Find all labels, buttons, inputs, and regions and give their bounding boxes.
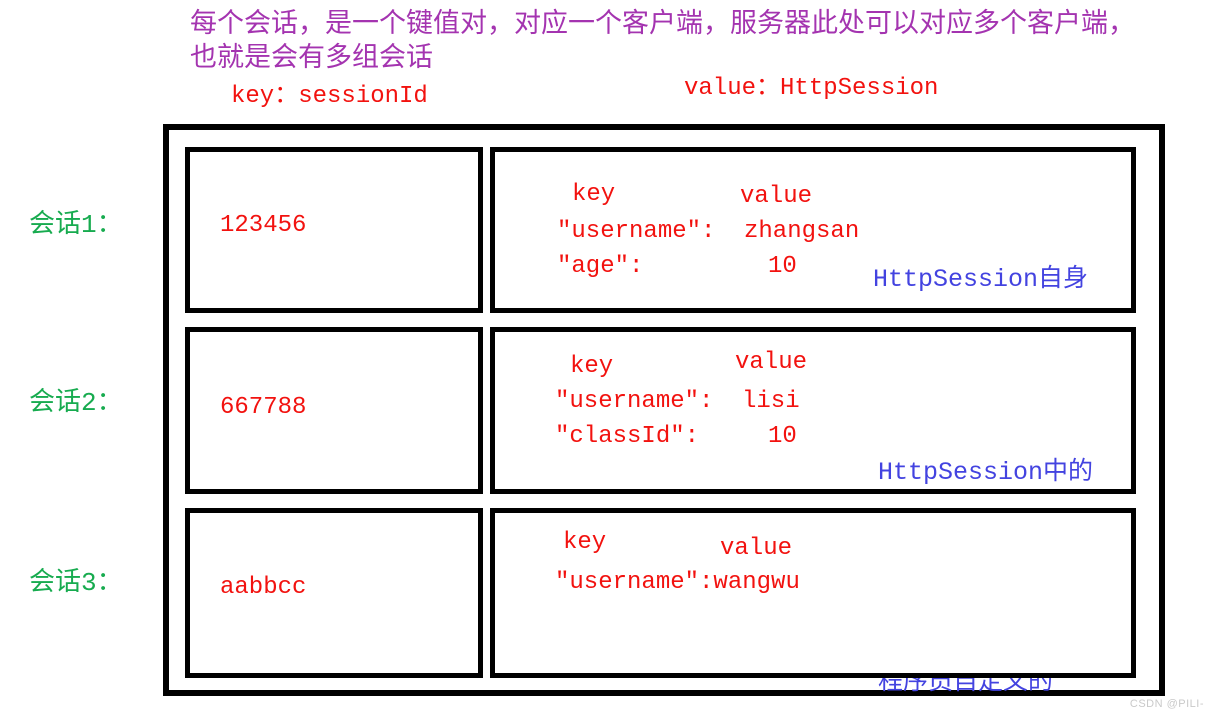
csdn-watermark: CSDN @PILI- (1129, 698, 1204, 710)
session-1-key-header: key (572, 181, 616, 208)
session-3-key-header: key (563, 529, 607, 556)
session-3-id: aabbcc (220, 574, 307, 601)
annotation-line-1: 每个会话，是一个键值对，对应一个客户端，服务器此处可以对应多个客户端， (190, 11, 1135, 41)
session-2-label: 会话2： (29, 388, 123, 418)
session-1-value-header: value (740, 183, 813, 210)
session-2-entry-key: ″classId″: (555, 423, 700, 450)
session-1-id: 123456 (220, 212, 307, 239)
session-1-id-box: 123456 (185, 147, 483, 313)
session-1-entry-key: ″username″: (557, 218, 716, 245)
session-3-entry-key: ″username″:wangwu (555, 569, 800, 596)
session-2-key-header: key (570, 353, 614, 380)
annotation-line-2: 也就是会有多组会话 (190, 45, 433, 75)
session-3-value-header: value (720, 535, 793, 562)
session-2-entry-value: 10 (768, 423, 797, 450)
session-1-entry-value: zhangsan (744, 218, 860, 245)
session-3-data-box: key value ″username″:wangwu (490, 508, 1136, 678)
session-2-id: 667788 (220, 394, 307, 421)
note-line: HttpSession自身 (873, 265, 1089, 294)
value-httpsession-label: value：HttpSession (684, 75, 939, 102)
session-1-entry-value: 10 (768, 253, 797, 280)
session-2-value-header: value (735, 349, 808, 376)
note-line: HttpSession中的 (878, 458, 1094, 487)
session-1-entry-key: ″age″: (557, 253, 644, 280)
session-3-label: 会话3： (29, 568, 123, 598)
session-2-data-box: key value ″username″: lisi ″classId″: 10… (490, 327, 1136, 697)
session-3-id-box: aabbcc (185, 508, 483, 678)
session-1-label: 会话1： (29, 210, 123, 240)
key-sessionid-label: key：sessionId (231, 83, 428, 110)
session-1-data-box: key value ″username″: zhangsan ″age″: 10… (490, 147, 1136, 399)
session-2-entry-value: lisi (742, 388, 800, 415)
session-2-id-box: 667788 (185, 327, 483, 494)
session-2-entry-key: ″username″: (555, 388, 714, 415)
